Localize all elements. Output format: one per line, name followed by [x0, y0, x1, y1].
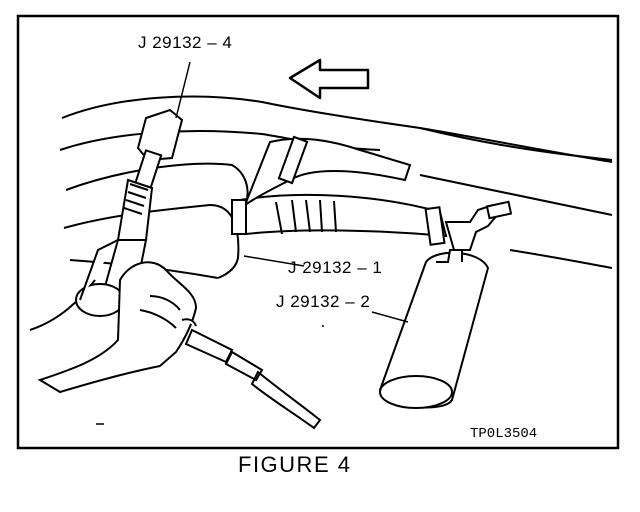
hand	[37, 261, 198, 394]
figure-frame	[16, 14, 620, 450]
hose-assembly	[231, 135, 448, 246]
figure-caption: FIGURE 4	[238, 452, 352, 477]
impact-tool	[75, 108, 184, 317]
cylinder-tool	[378, 200, 513, 409]
label-j29132-2: J 29132 – 2	[276, 292, 371, 311]
figure-code: TP0L3504	[470, 426, 538, 442]
label-j29132-4: J 29132 – 4	[138, 33, 233, 52]
air-hose	[184, 328, 322, 430]
direction-arrow-icon	[288, 58, 370, 100]
leader-lines	[175, 61, 409, 323]
label-j29132-1: J 29132 – 1	[288, 258, 383, 277]
